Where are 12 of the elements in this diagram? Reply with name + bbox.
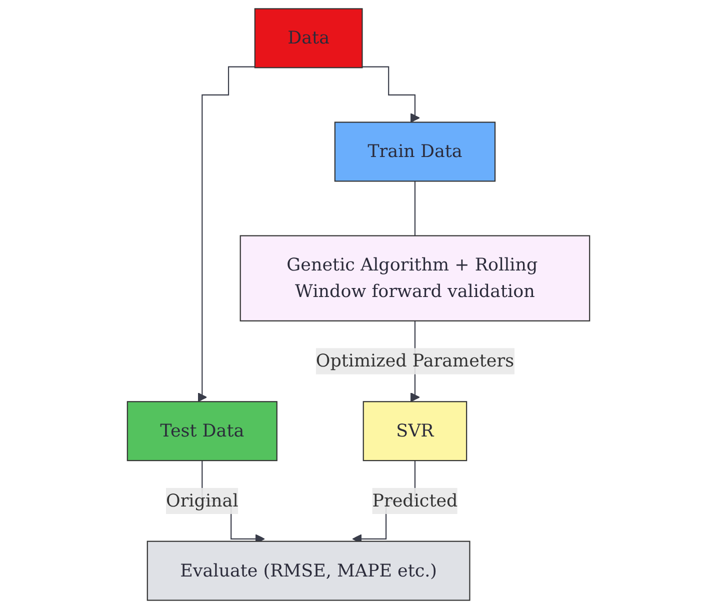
- edge-label: Predicted: [372, 490, 458, 511]
- edge-label: Original: [166, 490, 238, 511]
- connector: [414, 180, 416, 236]
- node-box: Train Data: [334, 122, 496, 182]
- node-box: Evaluate (RMSE, MAPE etc.): [146, 540, 470, 601]
- edge-label: Optimized Parameters: [316, 350, 514, 372]
- node-box: Genetic Algorithm + Rolling Window forward validation: [240, 235, 590, 322]
- arrow: [362, 66, 420, 123]
- arrow: [197, 66, 255, 402]
- node-box: Test Data: [126, 401, 278, 462]
- node-box: Data: [254, 8, 363, 68]
- node-box: SVR: [362, 401, 468, 462]
